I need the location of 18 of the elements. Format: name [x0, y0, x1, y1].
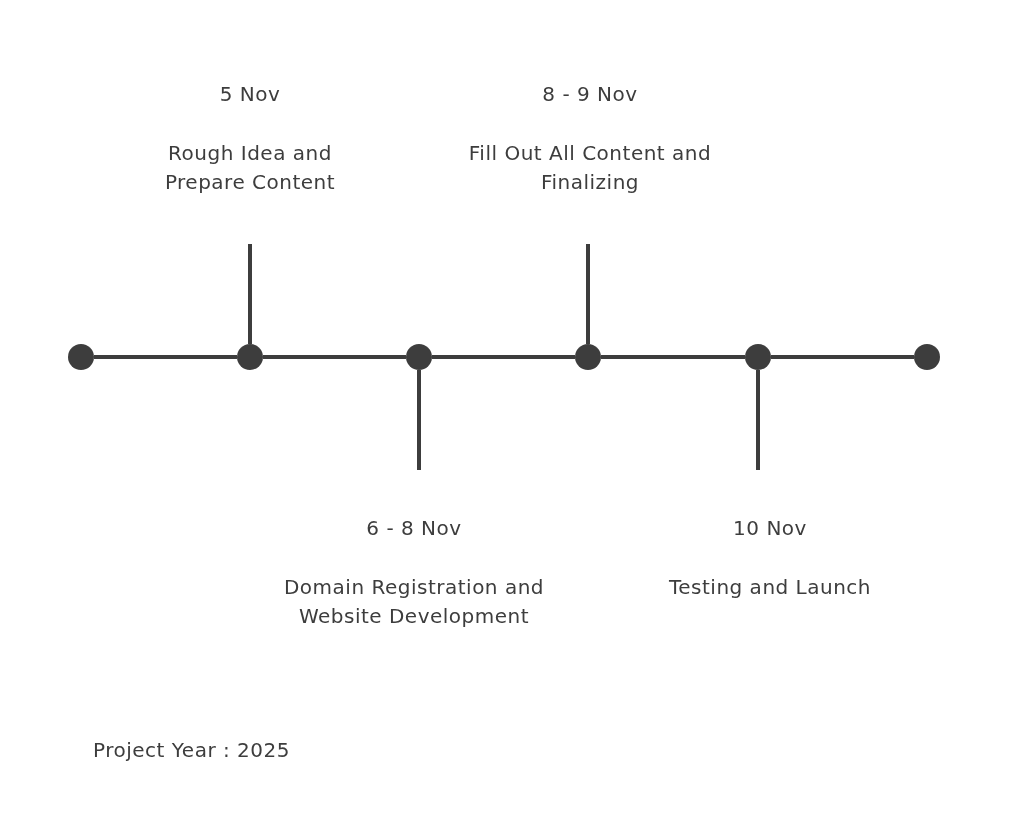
date-label: 5 Nov: [219, 81, 281, 108]
date-label: 6 - 8 Nov: [366, 515, 462, 542]
footnote-text: Project Year : 2025: [93, 737, 290, 764]
timeline-line: [756, 370, 760, 470]
timeline-line: [417, 370, 421, 470]
timeline-line: [432, 355, 575, 359]
timeline-line: [263, 355, 406, 359]
timeline-line: [601, 355, 745, 359]
timeline-line: [771, 355, 914, 359]
milestone-text: Domain Registration and Website Development: [282, 574, 546, 630]
date-label: 8 - 9 Nov: [542, 81, 638, 108]
date-label: 10 Nov: [733, 515, 807, 542]
milestone-text: Fill Out All Content and Finalizing: [467, 140, 713, 196]
milestone-text: Rough Idea and Prepare Content: [163, 140, 337, 196]
timeline-line: [586, 244, 590, 344]
timeline-line: [248, 244, 252, 344]
timeline-line: [94, 355, 237, 359]
milestone-text: Testing and Launch: [668, 574, 872, 601]
